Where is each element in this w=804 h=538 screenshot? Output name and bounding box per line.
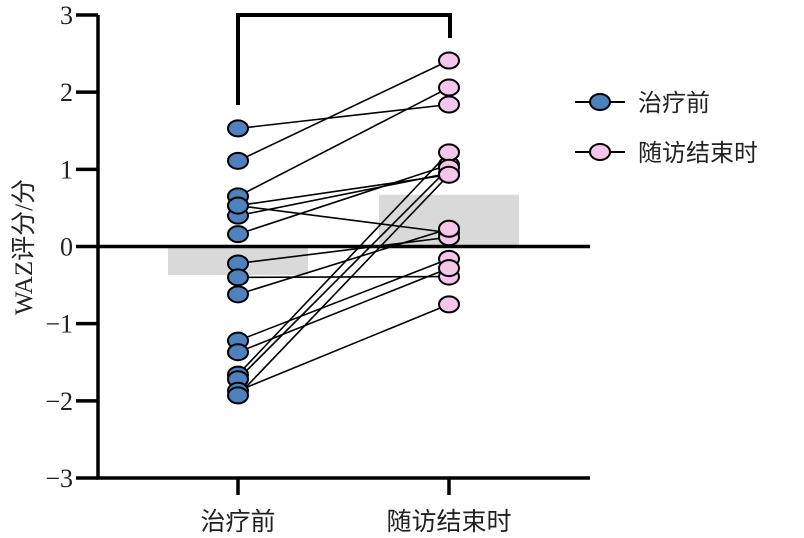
y-axis-label: WAZ评分/分 bbox=[10, 179, 38, 315]
y-tick-label: 2 bbox=[60, 78, 73, 107]
pair-line bbox=[237, 167, 450, 380]
data-points bbox=[227, 51, 460, 405]
significance-bracket bbox=[236, 13, 452, 105]
pair-line bbox=[237, 59, 450, 162]
pair-line bbox=[237, 174, 450, 396]
pair-line bbox=[237, 86, 450, 198]
after-point bbox=[438, 165, 460, 184]
after-point bbox=[438, 143, 460, 162]
y-tick-label: −2 bbox=[45, 387, 73, 416]
before-point bbox=[227, 151, 249, 170]
y-tick-label: 1 bbox=[60, 155, 73, 184]
pair-lines bbox=[237, 59, 450, 396]
y-tick-label: 0 bbox=[60, 233, 73, 262]
after-point bbox=[438, 219, 460, 238]
before-point bbox=[227, 196, 249, 215]
before-point bbox=[227, 119, 249, 138]
before-point bbox=[227, 285, 249, 304]
after-point bbox=[438, 259, 460, 278]
pair-line bbox=[237, 227, 450, 296]
pair-line bbox=[237, 303, 450, 392]
pair-line bbox=[237, 236, 450, 265]
pair-line bbox=[237, 163, 450, 235]
legend-marker bbox=[589, 93, 611, 111]
significance-bracket-line bbox=[236, 13, 452, 105]
pair-line bbox=[237, 172, 450, 217]
pair-line bbox=[237, 275, 450, 279]
pair-line bbox=[237, 204, 450, 234]
x-tick-label: 随访结束时 bbox=[386, 507, 511, 536]
x-tick-label: 治疗前 bbox=[200, 507, 275, 536]
before-point bbox=[227, 386, 249, 405]
legend-label: 治疗前 bbox=[638, 89, 710, 117]
legend-label: 随访结束时 bbox=[638, 139, 758, 167]
after-point bbox=[438, 295, 460, 314]
pair-line bbox=[237, 103, 450, 130]
before-point bbox=[227, 268, 249, 287]
y-tick-label: −1 bbox=[45, 310, 73, 339]
before-point bbox=[227, 343, 249, 362]
after-point bbox=[438, 78, 460, 97]
y-tick-label: 3 bbox=[60, 1, 73, 30]
before-point bbox=[227, 225, 249, 244]
pair-line bbox=[237, 151, 450, 376]
legend-marker bbox=[589, 143, 611, 161]
axes: 3 2 1 0 −1 −2 −3 治疗前 随访结束时 bbox=[45, 1, 590, 536]
after-point bbox=[438, 95, 460, 114]
after-point bbox=[438, 51, 460, 70]
pair-line bbox=[237, 258, 450, 342]
y-tick-label: −3 bbox=[45, 464, 73, 493]
pair-line bbox=[237, 267, 450, 353]
